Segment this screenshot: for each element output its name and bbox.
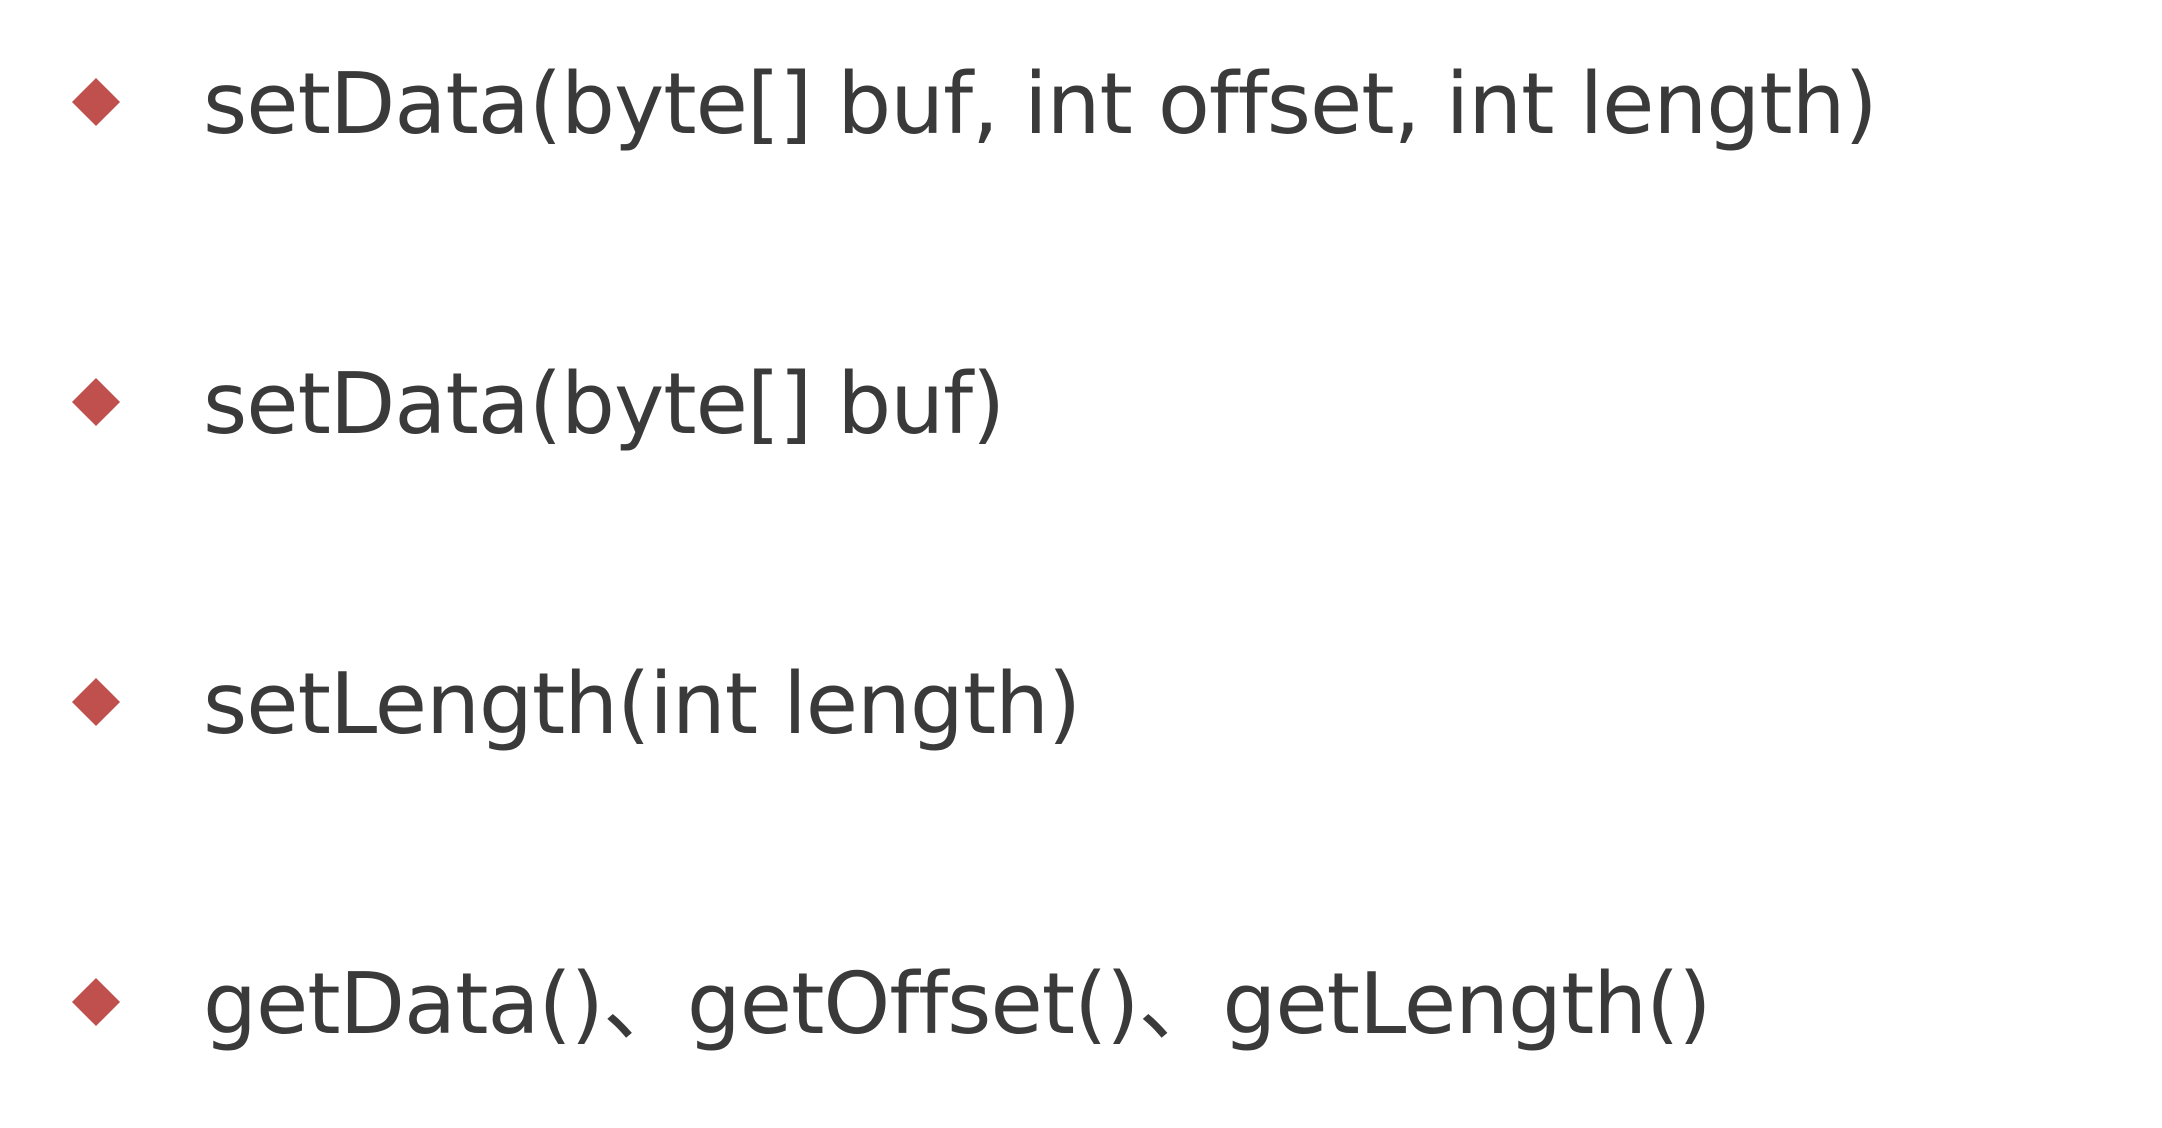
diamond-bullet-icon — [71, 677, 121, 727]
method-signature: setLength(int length) — [203, 655, 1081, 754]
list-item: getData()、getOffset()、getLength() — [0, 935, 2162, 1075]
list-item: setLength(int length) — [0, 635, 2162, 775]
method-signature: setData(byte[] buf, int offset, int leng… — [203, 55, 1878, 154]
list-item: setData(byte[] buf) — [0, 335, 2162, 475]
method-signature: getData()、getOffset()、getLength() — [203, 955, 1712, 1054]
method-signature: setData(byte[] buf) — [203, 355, 1005, 454]
diamond-bullet-icon — [71, 377, 121, 427]
diamond-bullet-icon — [71, 977, 121, 1027]
list-item: setData(byte[] buf, int offset, int leng… — [0, 35, 2162, 175]
diamond-bullet-icon — [71, 77, 121, 127]
